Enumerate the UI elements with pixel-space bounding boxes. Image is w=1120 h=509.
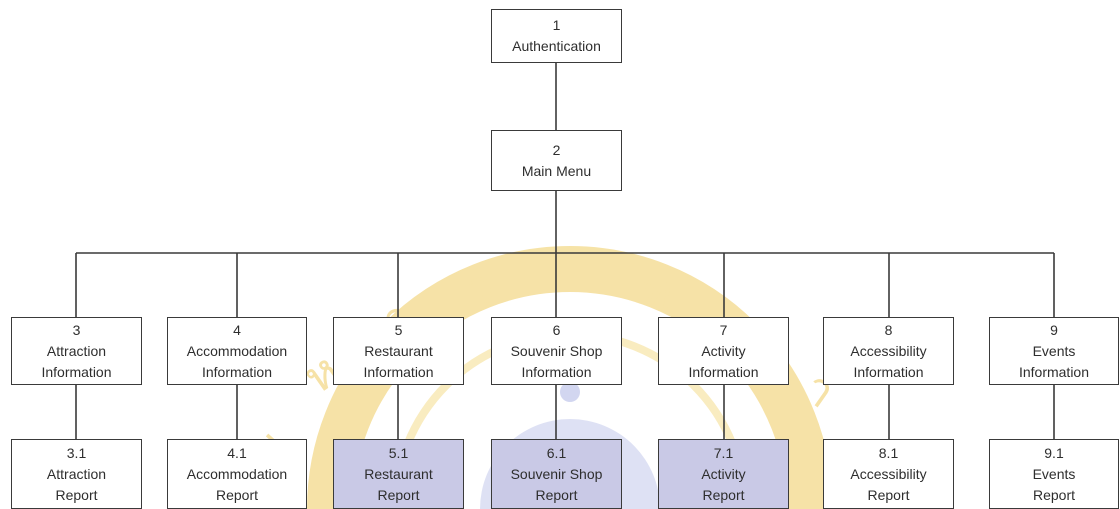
node-label-line2: Information [41,363,112,380]
node-label-line2: Information [853,363,924,380]
node-souvenir-shop-report: 6.1 Souvenir Shop Report [491,439,622,509]
node-label-line1: Souvenir Shop [510,465,603,482]
node-activity-information: 7 Activity Information [658,317,789,385]
node-main-menu: 2 Main Menu [491,130,622,191]
node-label-line1: Events [1032,465,1076,482]
node-label-line2: Information [363,363,434,380]
node-label-line1: Attraction [46,342,107,359]
node-number: 4.1 [227,444,247,461]
node-number: 9.1 [1044,444,1064,461]
node-number: 2 [552,141,561,158]
node-label-line2: Information [688,363,759,380]
node-label-line1: Restaurant [364,465,433,482]
node-accommodation-information: 4 Accommodation Information [167,317,307,385]
node-number: 7 [719,321,728,338]
svg-text:ท: ท [638,262,676,320]
node-label-line1: Souvenir Shop [510,342,603,359]
node-label-line2: Information [1018,363,1090,380]
node-label: Main Menu [521,162,592,179]
node-label-line2: Information [201,363,273,380]
node-label-line2: Report [215,486,259,503]
node-label-line1: Accommodation [186,465,288,482]
node-number: 3.1 [66,444,87,461]
node-label-line1: Events [1032,342,1076,359]
node-restaurant-report: 5.1 Restaurant Report [333,439,464,509]
node-label-line1: Restaurant [364,342,433,359]
node-number: 3 [72,321,81,338]
node-number: 9 [1050,321,1058,338]
node-souvenir-shop-information: 6 Souvenir Shop Information [491,317,622,385]
node-authentication: 1 Authentication [491,9,622,63]
node-label-line1: Accessibility [850,465,927,482]
node-number: 5 [394,321,403,338]
node-label-line1: Accommodation [186,342,288,359]
node-number: 6.1 [546,444,567,461]
node-label-line2: Report [1032,486,1076,503]
node-label-line2: Report [535,486,578,503]
node-number: 8.1 [878,444,899,461]
node-number: 5.1 [388,444,409,461]
node-label-line2: Report [867,486,910,503]
node-label-line1: Activity [701,465,746,482]
node-attraction-information: 3 Attraction Information [11,317,142,385]
node-label-line2: Information [521,363,592,380]
node-activity-report: 7.1 Activity Report [658,439,789,509]
node-label-line2: Report [702,486,745,503]
node-number: 1 [552,17,561,33]
node-label-line2: Report [377,486,420,503]
node-label-line1: Attraction [46,465,107,482]
node-number: 7.1 [713,444,734,461]
node-number: 8 [884,321,893,338]
node-accessibility-information: 8 Accessibility Information [823,317,954,385]
node-events-information: 9 Events Information [989,317,1119,385]
node-label-line1: Accessibility [850,342,927,359]
node-restaurant-information: 5 Restaurant Information [333,317,464,385]
node-label: Authentication [512,38,601,54]
node-number: 4 [233,321,241,338]
node-label-line1: Activity [701,342,746,359]
node-label-line2: Report [55,486,98,503]
node-number: 6 [552,321,561,338]
node-accessibility-report: 8.1 Accessibility Report [823,439,954,509]
node-events-report: 9.1 Events Report [989,439,1119,509]
node-accommodation-report: 4.1 Accommodation Report [167,439,307,509]
node-attraction-report: 3.1 Attraction Report [11,439,142,509]
